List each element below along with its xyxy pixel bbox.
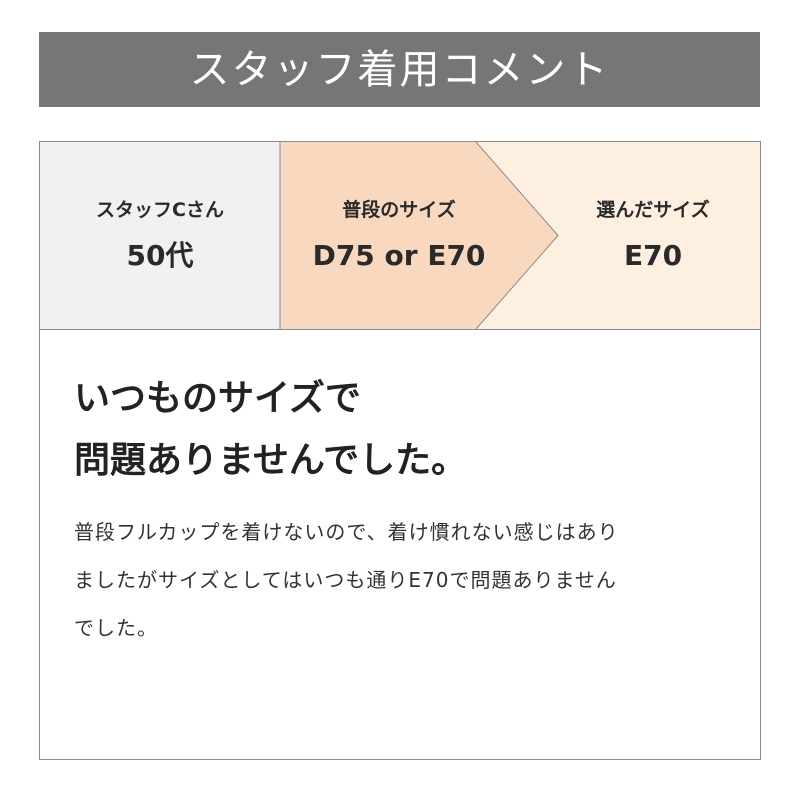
usual-size-label: 普段のサイズ	[342, 199, 456, 221]
comment-body: 普段フルカップを着けないので、着け慣れない感じはあり ましたがサイズとしてはいつ…	[74, 508, 734, 652]
comment-headline: いつものサイズで 問題ありませんでした。	[74, 368, 734, 492]
staff-label: スタッフCさん	[96, 199, 224, 221]
headline-line: 問題ありませんでした。	[74, 440, 468, 481]
usual-size-arrow-background	[280, 142, 558, 329]
body-line: ましたがサイズとしてはいつも通りE70で問題ありません	[74, 568, 617, 592]
usual-size-cell: 普段のサイズ D75 or E70	[280, 142, 518, 329]
body-line: 普段フルカップを着けないので、着け慣れない感じはあり	[74, 520, 619, 544]
headline-line: いつものサイズで	[74, 378, 361, 419]
chosen-size-cell: 選んだサイズ E70	[546, 142, 760, 329]
staff-cell-background	[40, 142, 280, 329]
staff-age-value: 50代	[126, 239, 194, 272]
staff-cell: スタッフCさん 50代	[40, 142, 280, 329]
comment-card: スタッフCさん 50代 普段のサイズ D75 or E70 選んだサイズ E70…	[39, 141, 761, 760]
chosen-size-value: E70	[623, 239, 683, 272]
arrow-outline	[475, 142, 559, 329]
chosen-size-label: 選んだサイズ	[596, 199, 710, 221]
info-row: スタッフCさん 50代 普段のサイズ D75 or E70 選んだサイズ E70	[40, 142, 760, 330]
header-banner: スタッフ着用コメント	[39, 32, 760, 107]
usual-size-value: D75 or E70	[312, 239, 486, 272]
page-title: スタッフ着用コメント	[189, 46, 610, 93]
body-line: でした。	[74, 616, 158, 640]
comment-area: いつものサイズで 問題ありませんでした。 普段フルカップを着けないので、着け慣れ…	[40, 330, 760, 759]
info-row-background	[40, 142, 760, 329]
